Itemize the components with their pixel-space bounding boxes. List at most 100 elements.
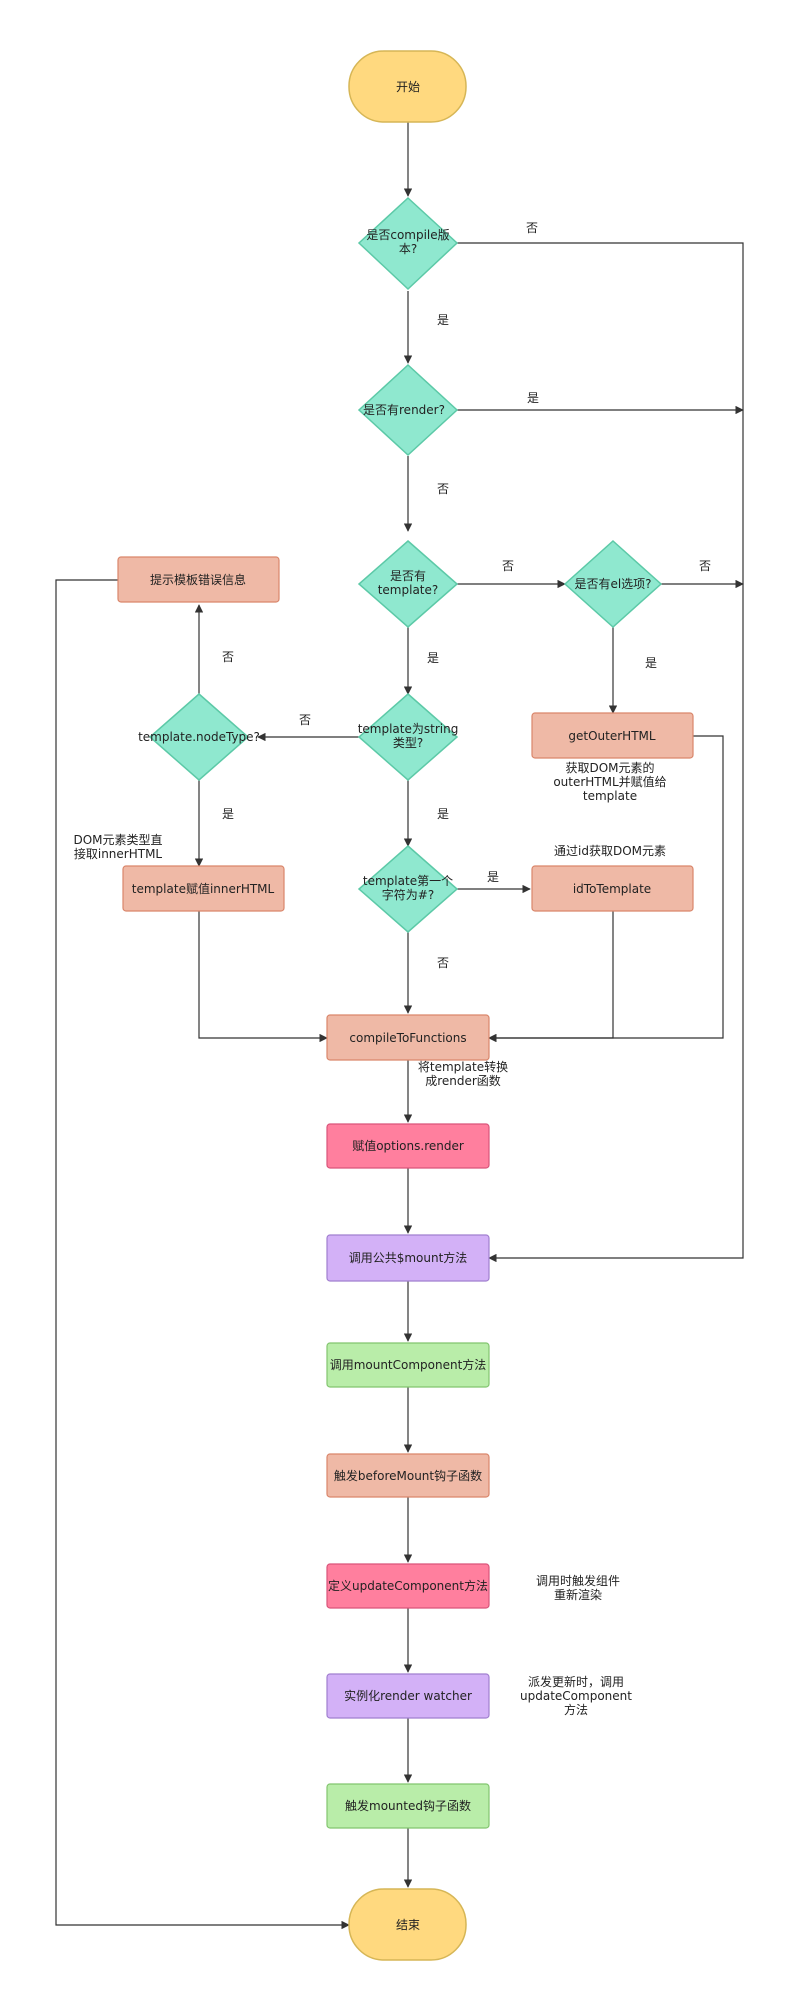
define-update-node[interactable]: 定义updateComponent方法	[326, 1563, 490, 1609]
label-compile-yes: 是	[437, 313, 449, 327]
inner-html-note-line2: 接取innerHTML	[74, 846, 163, 861]
end-node[interactable]: 结束	[348, 1888, 467, 1961]
end-label: 结束	[396, 1918, 420, 1932]
has-render-decision[interactable]: 是否有render?	[357, 363, 459, 457]
call-mount-component-shape	[326, 1342, 490, 1388]
edge-idtotemplate-to-compile	[488, 911, 614, 1043]
assign-render-shape	[326, 1123, 490, 1169]
render-watcher-shape	[326, 1673, 490, 1719]
call-mount-component-label: 调用mountComponent方法	[330, 1357, 487, 1372]
has-el-label: 是否有el选项?	[574, 577, 651, 591]
first-char-hash-label-line1: template第一个	[363, 874, 453, 888]
get-outer-html-node[interactable]: getOuterHTML	[531, 712, 694, 759]
compile-note-line2: 成render函数	[425, 1073, 501, 1088]
has-template-shape	[357, 540, 459, 628]
label-render-no: 否	[437, 482, 449, 496]
assign-inner-html-node[interactable]: template赋值innerHTML	[122, 865, 285, 912]
is-compile-label-line2: 本?	[399, 242, 417, 256]
edges	[55, 122, 744, 1930]
before-mount-shape	[326, 1453, 490, 1498]
assign-inner-html-label: template赋值innerHTML	[132, 881, 275, 896]
compile-note-line1: 将template转换	[418, 1059, 508, 1074]
update-note-line2: 重新渲染	[554, 1587, 602, 1602]
label-compile-no: 否	[526, 221, 538, 235]
id-to-template-label: idToTemplate	[573, 882, 651, 896]
has-template-label-line1: 是否有	[390, 569, 426, 583]
id-to-template-node[interactable]: idToTemplate	[531, 865, 694, 912]
update-note-line1: 调用时触发组件	[536, 1573, 620, 1588]
id-to-template-shape	[531, 865, 694, 912]
mounted-shape	[326, 1783, 490, 1829]
is-string-label-line1: template为string	[358, 722, 459, 736]
node-type-decision[interactable]: template.nodeType?	[138, 693, 260, 781]
edge-innerhtml-to-compile	[198, 911, 328, 1043]
label-el-no: 否	[699, 559, 711, 573]
id-note: 通过id获取DOM元素	[554, 844, 666, 858]
first-char-hash-decision[interactable]: template第一个 字符为#?	[357, 845, 459, 933]
watcher-note-line3: 方法	[564, 1702, 588, 1717]
watcher-note-line1: 派发更新时，调用	[528, 1674, 624, 1689]
is-string-decision[interactable]: template为string 类型?	[357, 693, 459, 781]
get-outer-html-label: getOuterHTML	[568, 729, 655, 743]
before-mount-node[interactable]: 触发beforeMount钩子函数	[326, 1453, 490, 1498]
before-mount-label: 触发beforeMount钩子函数	[334, 1468, 482, 1483]
has-template-decision[interactable]: 是否有 template?	[357, 540, 459, 628]
template-error-shape	[117, 556, 280, 603]
has-el-decision[interactable]: 是否有el选项?	[563, 539, 663, 629]
get-outer-html-shape	[531, 712, 694, 759]
label-hash-no: 否	[437, 956, 449, 970]
define-update-label: 定义updateComponent方法	[328, 1578, 488, 1593]
compile-to-functions-shape	[326, 1014, 490, 1061]
notes: 获取DOM元素的 outerHTML并赋值给 template 通过id获取DO…	[73, 760, 666, 1717]
first-char-hash-label-line2: 字符为#?	[382, 887, 434, 902]
render-watcher-label: 实例化render watcher	[344, 1688, 472, 1703]
call-mount-shape	[326, 1234, 490, 1282]
is-compile-decision[interactable]: 是否compile版 本?	[357, 196, 459, 291]
node-type-shape	[148, 693, 250, 781]
node-type-label: template.nodeType?	[138, 730, 260, 744]
label-hash-yes: 是	[487, 870, 499, 884]
is-string-shape	[357, 693, 459, 781]
assign-inner-html-shape	[122, 865, 285, 912]
outer-html-note-line3: template	[583, 789, 637, 803]
start-node[interactable]: 开始	[348, 50, 467, 123]
inner-html-note-line1: DOM元素类型直	[73, 833, 162, 847]
call-mount-node[interactable]: 调用公共$mount方法	[326, 1234, 490, 1282]
watcher-note-line2: updateComponent	[520, 1689, 632, 1703]
edge-getouterhtml-to-compile	[488, 735, 724, 1043]
mounted-node[interactable]: 触发mounted钩子函数	[326, 1783, 490, 1829]
label-string-no: 否	[299, 713, 311, 727]
has-el-shape	[563, 539, 663, 629]
end-shape	[348, 1888, 467, 1961]
assign-render-label: 赋值options.render	[352, 1138, 464, 1153]
label-string-yes: 是	[437, 807, 449, 821]
mounted-label: 触发mounted钩子函数	[345, 1798, 471, 1813]
render-watcher-node[interactable]: 实例化render watcher	[326, 1673, 490, 1719]
label-template-no: 否	[502, 559, 514, 573]
template-error-node[interactable]: 提示模板错误信息	[117, 556, 280, 603]
is-string-label-line2: 类型?	[393, 736, 423, 750]
edge-error-to-end	[55, 579, 350, 1930]
label-render-yes: 是	[527, 391, 539, 405]
outer-html-note-line2: outerHTML并赋值给	[553, 774, 666, 789]
nodes: 开始 是否compile版 本? 是否有render? 是否有 template…	[117, 50, 694, 1961]
compile-to-functions-label: compileToFunctions	[349, 1031, 466, 1045]
label-nodetype-no: 否	[222, 650, 234, 664]
start-label: 开始	[396, 80, 420, 94]
has-template-label-line2: template?	[378, 583, 439, 597]
is-compile-shape	[357, 196, 459, 291]
label-el-yes: 是	[645, 656, 657, 670]
template-error-label: 提示模板错误信息	[150, 572, 246, 587]
compile-to-functions-node[interactable]: compileToFunctions	[326, 1014, 490, 1061]
label-template-yes: 是	[427, 651, 439, 665]
define-update-shape	[326, 1563, 490, 1609]
is-compile-label-line1: 是否compile版	[366, 228, 449, 242]
start-shape	[348, 50, 467, 123]
first-char-hash-shape	[357, 845, 459, 933]
call-mount-component-node[interactable]: 调用mountComponent方法	[326, 1342, 490, 1388]
assign-render-node[interactable]: 赋值options.render	[326, 1123, 490, 1169]
edge-labels: 否 是 是 否 否 否 是 是 否 否 是 是 是 否	[222, 221, 711, 970]
label-nodetype-yes: 是	[222, 807, 234, 821]
has-render-label: 是否有render?	[363, 403, 445, 417]
